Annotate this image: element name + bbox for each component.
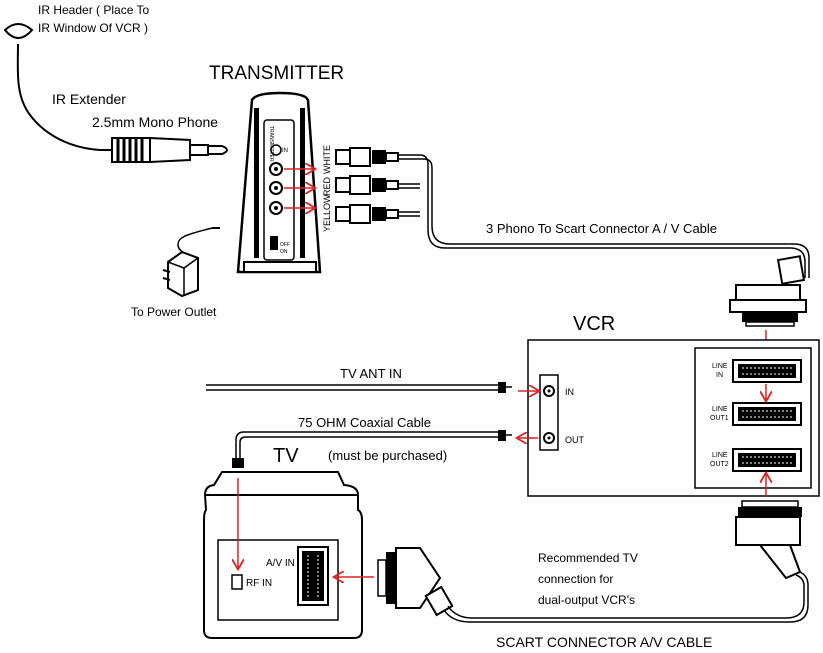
phono-cable-label: 3 Phono To Scart Connector A / V Cable [486, 221, 717, 236]
power-outlet-label: To Power Outlet [131, 305, 217, 319]
vcr-title: VCR [573, 313, 615, 335]
phono-plugs [335, 147, 399, 224]
line-in-label-2: IN [716, 372, 723, 379]
tx-on-label: ON [280, 249, 288, 255]
recommended-label-3: dual-output VCR's [538, 593, 635, 607]
vcr-device [527, 339, 820, 497]
tx-off-label: OFF [280, 242, 290, 248]
ir-header-label-1: IR Header ( Place To [38, 3, 149, 17]
rf-in-label: RF IN [246, 578, 272, 589]
scart-socket-line-out1 [732, 402, 802, 426]
transmitter-title: TRANSMITTER [209, 63, 344, 84]
av-in-label: A/V IN [266, 558, 295, 569]
vcr-out-label: OUT [565, 435, 585, 445]
scart-connector-tv [377, 547, 454, 617]
mono-phone-label: 2.5mm Mono Phone [92, 114, 218, 130]
transmitter-device [236, 91, 322, 274]
phono-cable [398, 154, 810, 278]
coax-cable [232, 430, 512, 468]
vcr-in-label: IN [565, 387, 574, 397]
scart-cable [443, 571, 809, 623]
recommended-label-2: connection for [538, 572, 613, 586]
scart-socket-line-in [732, 359, 802, 383]
recommended-label-1: Recommended TV [538, 551, 638, 565]
line-in-label-1: LINE [712, 363, 728, 370]
tv-device [203, 471, 363, 639]
mono-phone-plug [100, 136, 228, 164]
yellow-label: YELLOW [322, 194, 332, 232]
must-purchase-label: (must be purchased) [328, 448, 447, 463]
line-out2-label-1: LINE [712, 452, 728, 459]
coax-cable-label: 75 OHM Coaxial Cable [298, 415, 431, 430]
ir-extender-label: IR Extender [52, 91, 126, 107]
scart-connector-top [729, 255, 807, 327]
ir-header-label-2: IR Window Of VCR ) [38, 21, 148, 35]
tv-ant-cable [206, 382, 512, 393]
scart-connector-vcr [735, 500, 802, 580]
scart-socket-line-out2 [732, 448, 802, 472]
line-out2-label-2: OUT2 [710, 461, 729, 468]
ir-header [3, 23, 101, 151]
white-label: WHITE [322, 145, 332, 174]
red-label: RED [322, 176, 332, 196]
line-out1-label-1: LINE [712, 406, 728, 413]
tv-title: TV [273, 445, 299, 467]
tx-in-label: IN [282, 148, 288, 154]
tx-label: TRANSMITTER [268, 126, 274, 162]
tv-ant-in-label: TV ANT IN [340, 366, 402, 381]
scart-cable-label: SCART CONNECTOR A/V CABLE [496, 634, 712, 650]
power-adapter [162, 227, 220, 298]
line-out1-label-2: OUT1 [710, 415, 729, 422]
